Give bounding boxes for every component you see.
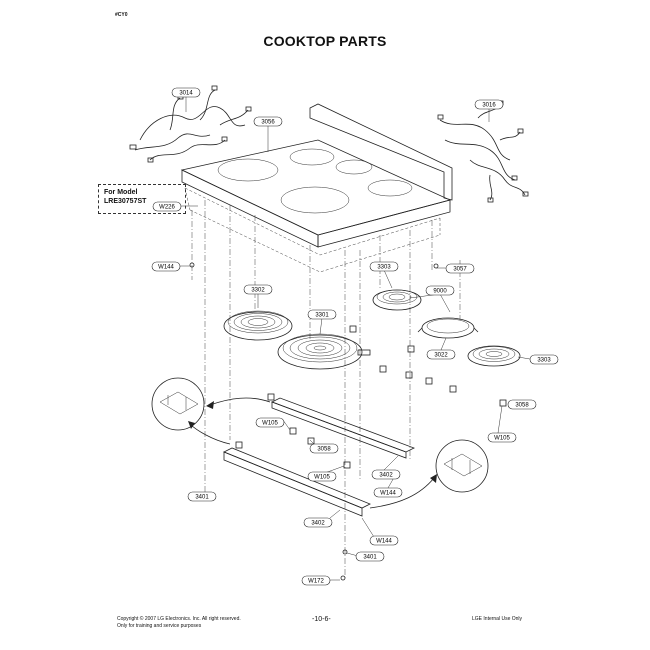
label-3301: 3301 xyxy=(315,313,329,319)
model-note-box: For Model LRE30757ST xyxy=(98,184,186,214)
callout-w144-c xyxy=(369,535,399,546)
label-w105-left: W105 xyxy=(262,421,278,427)
label-3016: 3016 xyxy=(482,103,496,109)
label-3057: 3057 xyxy=(453,267,467,273)
label-w144-a: W144 xyxy=(158,265,174,271)
burner-3303-top xyxy=(372,289,422,311)
callout-3401-bottom xyxy=(355,551,385,562)
callout-w172 xyxy=(301,575,331,586)
trim-ring-3022 xyxy=(417,317,479,339)
label-3303-right: 3303 xyxy=(537,358,551,364)
model-note-line1: For Model xyxy=(104,189,138,196)
callout-pills xyxy=(151,87,559,586)
label-w144-b: W144 xyxy=(380,491,396,497)
page-title: COOKTOP PARTS xyxy=(263,33,387,49)
page-number: -10-6- xyxy=(312,616,331,623)
callout-3402-right xyxy=(371,469,401,480)
label-3401-bottom: 3401 xyxy=(363,555,377,561)
callout-labels: 3014 3016 3056 W226 W144 3303 3057 9000 … xyxy=(158,91,551,585)
callout-3302 xyxy=(243,284,273,295)
label-3401-left: 3401 xyxy=(195,495,209,501)
label-3014: 3014 xyxy=(179,91,193,97)
label-3056: 3056 xyxy=(261,120,275,126)
label-3058-mid: 3058 xyxy=(317,447,331,453)
rail-upper xyxy=(270,397,416,459)
callout-3014 xyxy=(171,87,201,98)
label-3402-right: 3402 xyxy=(379,473,393,479)
callout-3402-bottom xyxy=(303,517,333,528)
corner-tag: #CY0 xyxy=(115,12,128,18)
burner-3302 xyxy=(223,310,293,341)
callout-3301 xyxy=(307,309,337,320)
callout-3303-right xyxy=(529,354,559,365)
callout-w105-left xyxy=(255,417,285,428)
model-note-line2: LRE30757ST xyxy=(104,198,147,205)
callout-3057 xyxy=(445,263,475,274)
callout-3016 xyxy=(474,99,504,110)
detail-circle-left xyxy=(151,377,205,431)
callout-3303-top xyxy=(369,261,399,272)
callout-9000 xyxy=(425,285,455,296)
label-3302: 3302 xyxy=(251,288,265,294)
frame-outline xyxy=(184,187,441,273)
rail-lower xyxy=(223,447,371,517)
label-3058-right: 3058 xyxy=(515,403,529,409)
callout-w144-b xyxy=(373,487,403,498)
callout-w105-right xyxy=(487,432,517,443)
label-w105-mid: W105 xyxy=(314,475,330,481)
callout-3058-mid xyxy=(309,443,339,454)
label-w105-right: W105 xyxy=(494,436,510,442)
burner-3301 xyxy=(277,333,371,370)
wire-harness-left xyxy=(129,85,252,163)
footer-copyright: Copyright © 2007 LG Electronics. Inc. Al… xyxy=(117,616,241,630)
label-3303-top: 3303 xyxy=(377,265,391,271)
label-3402-bottom: 3402 xyxy=(311,521,325,527)
callout-w144-a xyxy=(151,261,181,272)
burner-3303-right xyxy=(467,345,521,367)
detail-arrows xyxy=(188,397,437,509)
internal-use-note: LGE Internal Use Only xyxy=(472,616,523,622)
callout-3058-right xyxy=(507,399,537,410)
callout-3401-left xyxy=(187,491,217,502)
leader-lines xyxy=(180,96,531,581)
label-w226: W226 xyxy=(159,205,175,211)
callout-w226 xyxy=(152,201,182,212)
training-text: Only for training and service purposes xyxy=(117,623,202,629)
detail-circle-right xyxy=(435,439,489,493)
label-w172: W172 xyxy=(308,579,324,585)
callout-3056 xyxy=(253,116,283,127)
cooktop-glass-top xyxy=(180,103,453,248)
wire-harness-right xyxy=(437,100,529,203)
label-3022: 3022 xyxy=(434,353,448,359)
copyright-text: Copyright © 2007 LG Electronics. Inc. Al… xyxy=(117,616,241,622)
label-w144-c: W144 xyxy=(376,539,392,545)
label-9000: 9000 xyxy=(433,289,447,295)
callout-w105-mid xyxy=(307,471,337,482)
clips xyxy=(189,262,507,581)
callout-3022 xyxy=(426,349,456,360)
